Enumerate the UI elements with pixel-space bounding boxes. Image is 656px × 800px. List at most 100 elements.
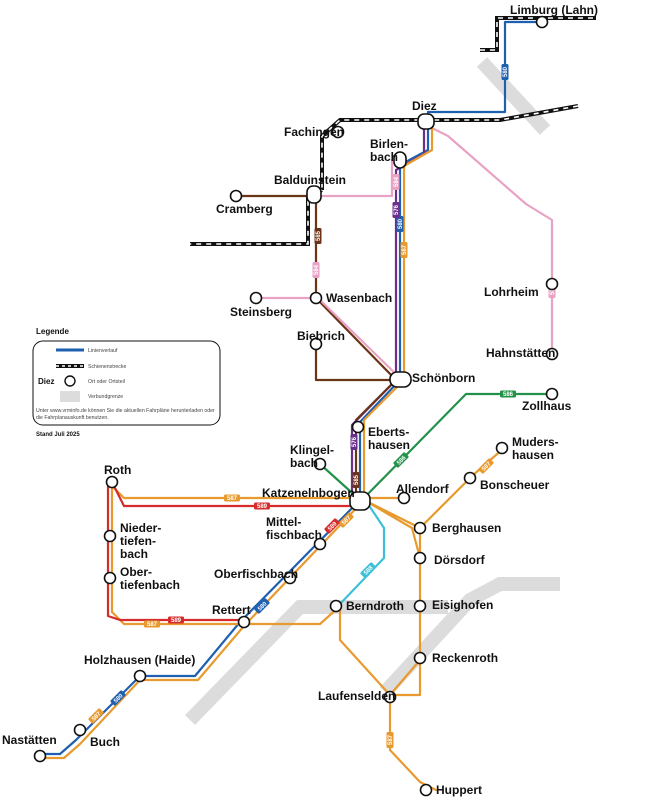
badge-580-south: 580	[254, 598, 270, 614]
legend-label-grenze: Verbundgrenze	[88, 394, 123, 400]
badge-576-center: 576	[392, 202, 400, 218]
station-label-line: Reckenroth	[432, 651, 498, 665]
station-label-fachingen: Fachingen	[284, 125, 344, 139]
station-marker-mudershausen[interactable]	[495, 441, 509, 455]
badge-587-mittelfischbach: 587	[338, 512, 354, 528]
badge-587-center: 587	[400, 242, 408, 258]
station-marker-niedertiefenbach[interactable]	[103, 529, 117, 543]
station-marker-obertiefenbach[interactable]	[103, 571, 117, 585]
station-marker-hahnstaetten[interactable]	[545, 347, 559, 361]
station-label-huppert: Huppert	[436, 783, 482, 797]
station-label-biebrich: Biebrich	[297, 329, 345, 343]
station-marker-doersdorf[interactable]	[413, 551, 427, 565]
station-marker-lohrheim[interactable]	[545, 277, 559, 291]
station-marker-roth[interactable]	[105, 475, 119, 489]
station-marker-diez[interactable]	[417, 113, 435, 130]
badge-586-center: 586	[393, 452, 409, 468]
station-marker-biebrich[interactable]	[309, 337, 323, 351]
legend-label-schiene: Schienenstrecke	[88, 364, 126, 370]
station-marker-limburg[interactable]	[535, 15, 549, 29]
station-label-line: hausen	[368, 438, 410, 452]
station-label-buch: Buch	[90, 735, 120, 749]
station-marker-mittelfischbach[interactable]	[313, 537, 327, 551]
svg-text:586: 586	[396, 455, 408, 467]
station-label-line: bach	[370, 150, 398, 164]
station-marker-wasenbach[interactable]	[309, 291, 323, 305]
badge-587-buch: 587	[88, 708, 104, 724]
station-label-line: Huppert	[436, 783, 482, 797]
station-marker-reckenroth[interactable]	[413, 651, 427, 665]
svg-text:588: 588	[363, 565, 375, 577]
station-marker-fachingen[interactable]	[331, 125, 345, 139]
badge-589-mittelfischbach: 589	[324, 518, 340, 534]
station-label-berndroth: Berndroth	[346, 599, 404, 613]
station-marker-oberfischbach[interactable]	[283, 571, 297, 585]
station-label-line: Holzhausen (Haide)	[84, 653, 195, 667]
station-label-line: Berndroth	[346, 599, 404, 613]
station-label-allendorf: Allendorf	[396, 482, 450, 496]
legend-stand: Stand Juli 2025	[36, 432, 80, 438]
svg-text:587: 587	[147, 622, 158, 628]
station-marker-birlenbach[interactable]	[393, 151, 407, 169]
station-label-rettert: Rettert	[212, 603, 251, 617]
station-label-line: Rettert	[212, 603, 251, 617]
station-marker-ebertshausen[interactable]	[351, 420, 365, 434]
legend: Legende Linienverlauf Schienenstrecke Di…	[32, 327, 221, 438]
badge-587-rettert: 587	[144, 620, 160, 628]
station-label-lohrheim: Lohrheim	[484, 285, 539, 299]
svg-text:585: 585	[354, 474, 360, 485]
station-labels: Limburg (Lahn) Diez Fachingen Birlen-bac…	[2, 3, 598, 797]
legend-note-1: Unter www.vrminfo.de können Sie die aktu…	[36, 408, 215, 414]
station-marker-huppert[interactable]	[419, 783, 433, 797]
station-label-line: hausen	[512, 448, 554, 462]
badge-585-south: 585	[352, 472, 360, 488]
station-label-line: fischbach	[266, 528, 322, 542]
station-label-line: Lohrheim	[484, 285, 539, 299]
station-label-line: Allendorf	[396, 482, 450, 496]
station-marker-laufenselden[interactable]	[383, 690, 397, 704]
station-label-line: tiefenbach	[120, 578, 180, 592]
station-marker-bonscheuer[interactable]	[463, 471, 477, 485]
legend-title: Legende	[36, 327, 69, 336]
station-label-klingelbach: Klingel-bach	[290, 443, 334, 470]
station-marker-berndroth[interactable]	[329, 599, 343, 613]
station-label-niedertiefenbach: Nieder-tiefen-bach	[120, 521, 161, 561]
station-marker-zollhaus[interactable]	[545, 387, 559, 401]
svg-text:587: 587	[481, 461, 493, 473]
legend-grenze-swatch	[60, 391, 80, 402]
station-label-roth: Roth	[104, 463, 131, 477]
badge-584-birlenbach: 584	[392, 174, 400, 190]
station-marker-allendorf[interactable]	[397, 491, 411, 505]
station-label-ebertshausen: Eberts-hausen	[368, 425, 410, 452]
station-label-line: Eberts-	[368, 425, 409, 439]
station-marker-katzenelnbogen[interactable]	[349, 491, 371, 511]
station-marker-rettert[interactable]	[237, 615, 251, 629]
station-marker-berghausen[interactable]	[413, 521, 427, 535]
badge-580-north: 580	[501, 64, 509, 80]
badge-588-center: 588	[360, 562, 376, 578]
station-label-line: Birlen-	[370, 137, 408, 151]
station-marker-nastaetten[interactable]	[33, 749, 47, 763]
station-label-line: Hahnstätten	[486, 346, 555, 360]
station-marker-schoenborn[interactable]	[389, 371, 412, 388]
station-label-line: Roth	[104, 463, 131, 477]
station-label-line: Fachingen	[284, 125, 344, 139]
station-marker-holzhausen[interactable]	[133, 669, 147, 683]
boundary-band-south-2	[379, 577, 560, 697]
station-marker-eisighofen[interactable]	[413, 599, 427, 613]
station-marker-buch[interactable]	[73, 723, 87, 737]
station-label-line: bach	[290, 456, 318, 470]
station-marker-balduinstein[interactable]	[306, 185, 322, 204]
legend-station-swatch	[64, 375, 76, 387]
station-marker-klingelbach[interactable]	[313, 457, 327, 471]
badge-589-rettert: 589	[168, 616, 184, 624]
station-label-eisighofen: Eisighofen	[432, 598, 493, 612]
station-marker-cramberg[interactable]	[229, 189, 243, 203]
station-marker-steinsberg[interactable]	[249, 291, 263, 305]
badge-585-north: 585	[314, 228, 322, 244]
svg-text:587: 587	[341, 515, 353, 527]
rail-balduinstein-west	[190, 188, 323, 246]
station-label-obertiefenbach: Ober-tiefenbach	[120, 565, 180, 592]
badge-589-roth: 589	[254, 502, 270, 510]
station-label-berghausen: Berghausen	[432, 521, 501, 535]
